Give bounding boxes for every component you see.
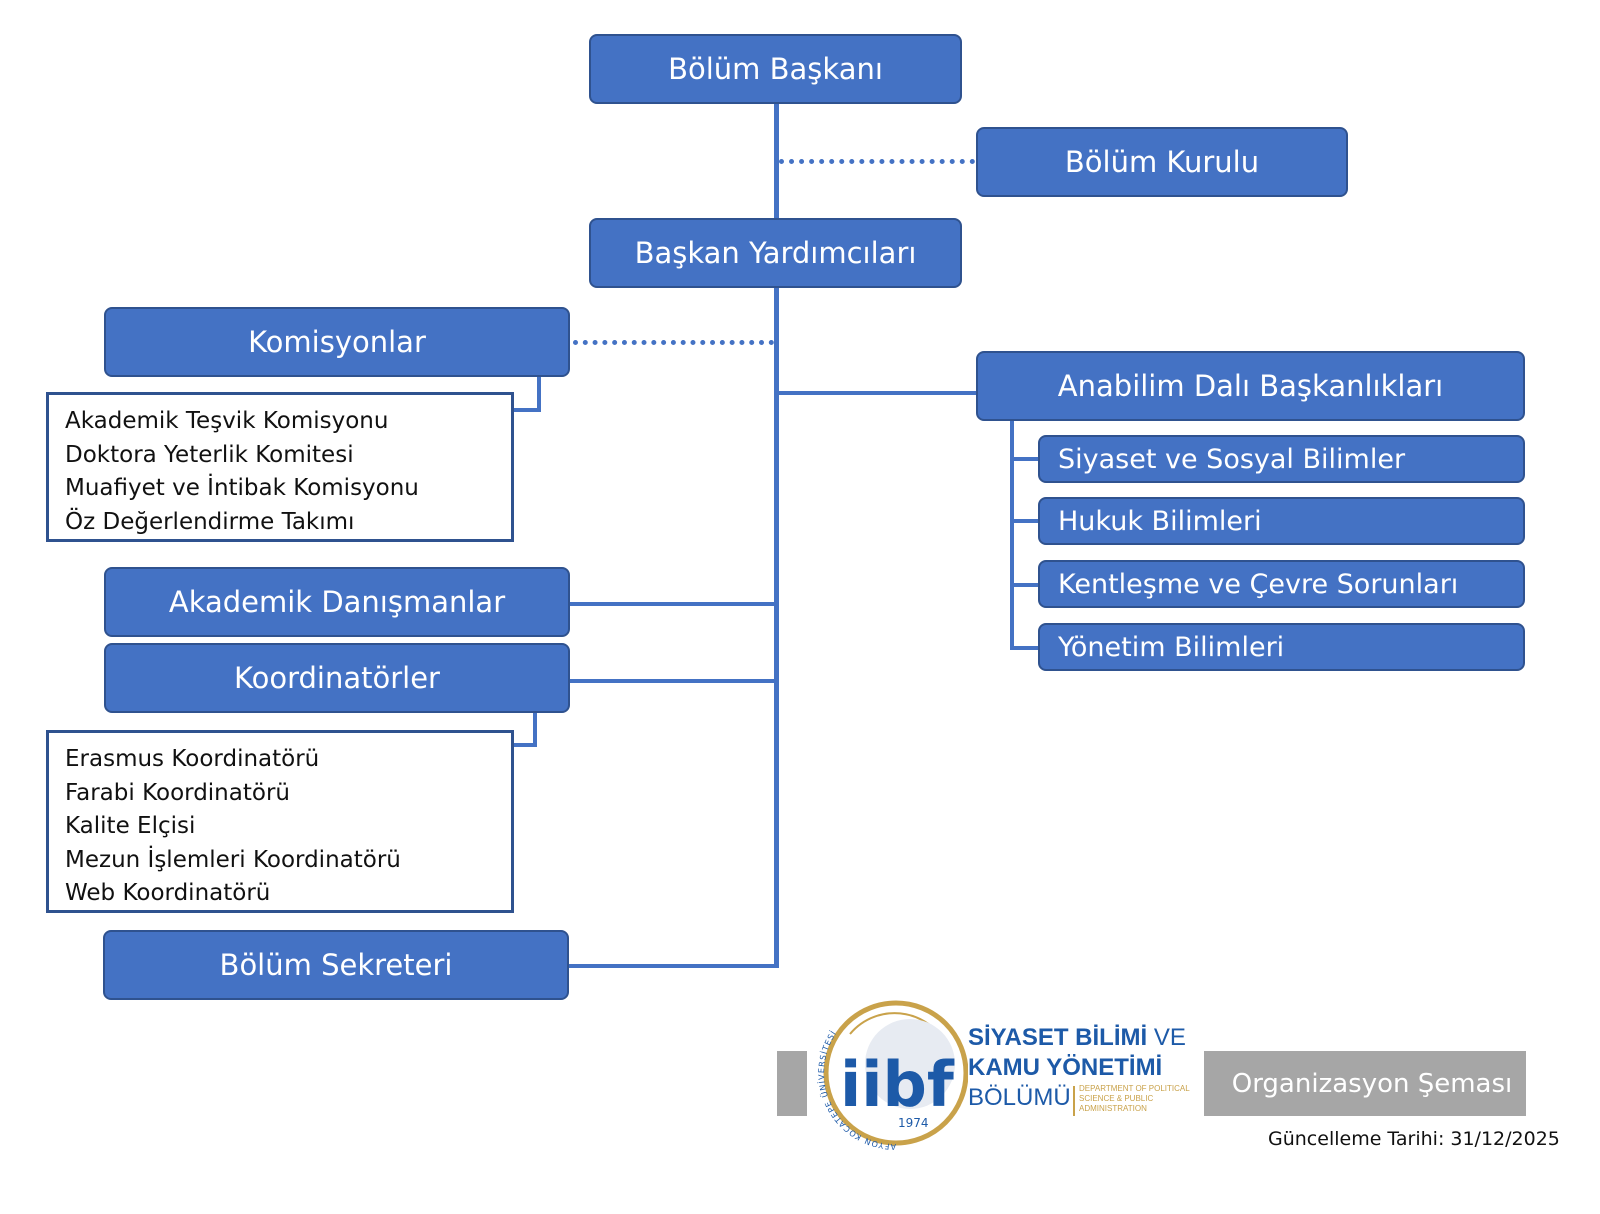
list-item: Erasmus Koordinatörü bbox=[65, 746, 320, 772]
logo-line3: BÖLÜMÜ bbox=[968, 1084, 1071, 1111]
svg-text:1974: 1974 bbox=[898, 1116, 929, 1130]
department-council-box: Bölüm Kurulu bbox=[976, 127, 1348, 197]
coordinators-list-bracket-h bbox=[513, 743, 537, 747]
logo-line2: KAMU YÖNETİMİ bbox=[968, 1054, 1163, 1081]
list-item: Doktora Yeterlik Komitesi bbox=[65, 441, 354, 468]
footer-grey-left-bar bbox=[777, 1051, 807, 1116]
division-item-management: Yönetim Bilimleri bbox=[1038, 623, 1525, 671]
logo-english-line: DEPARTMENT OF POLITICAL bbox=[1079, 1084, 1190, 1093]
division-branch-2 bbox=[1014, 519, 1039, 523]
department-logo: iibf 1974 AFYON KOCATEPE ÜNİVERSİTESİ Sİ… bbox=[810, 994, 1200, 1152]
commissions-list-bracket-v bbox=[537, 377, 541, 411]
department-head-box: Bölüm Başkanı bbox=[589, 34, 962, 104]
division-item-political-social: Siyaset ve Sosyal Bilimler bbox=[1038, 435, 1525, 483]
list-item: Muafiyet ve İntibak Komisyonu bbox=[65, 475, 419, 501]
division-branch-1 bbox=[1014, 457, 1039, 461]
division-heads-box: Anabilim Dalı Başkanlıkları bbox=[976, 351, 1525, 421]
council-dotted-link bbox=[779, 159, 975, 164]
division-branch-3 bbox=[1014, 583, 1039, 587]
commissions-list: Akademik Teşvik Komisyonu Doktora Yeterl… bbox=[46, 392, 514, 542]
commissions-dotted-link bbox=[573, 340, 774, 345]
org-chart-title: Organizasyon Şeması bbox=[1231, 1068, 1513, 1099]
list-item: Web Koordinatörü bbox=[65, 880, 271, 906]
academic-advisors-box: Akademik Danışmanlar bbox=[104, 567, 570, 637]
footer-title-bar bbox=[1204, 1051, 1526, 1116]
advisors-link bbox=[569, 602, 774, 606]
logo-line1: SİYASET BİLİMİ VE bbox=[968, 1024, 1186, 1051]
logo-divider bbox=[1073, 1086, 1075, 1116]
commissions-box: Komisyonlar bbox=[104, 307, 570, 377]
commissions-list-bracket-h bbox=[513, 408, 541, 412]
divisions-sub-trunk bbox=[1010, 421, 1014, 650]
list-item: Mezun İşlemleri Koordinatörü bbox=[65, 846, 401, 873]
logo-english-line: SCIENCE & PUBLIC bbox=[1079, 1094, 1154, 1103]
iibf-emblem-icon: iibf 1974 AFYON KOCATEPE ÜNİVERSİTESİ bbox=[816, 1000, 968, 1151]
divisions-link bbox=[779, 391, 976, 395]
logo-english-line: ADMINISTRATION bbox=[1079, 1104, 1147, 1113]
division-item-law: Hukuk Bilimleri bbox=[1038, 497, 1525, 545]
coordinators-link bbox=[569, 679, 774, 683]
coordinators-list: Erasmus Koordinatörü Farabi Koordinatörü… bbox=[46, 730, 514, 913]
secretary-link bbox=[569, 964, 779, 968]
division-branch-4 bbox=[1014, 646, 1039, 650]
coordinators-list-bracket-v bbox=[533, 713, 537, 747]
logo-english-text: DEPARTMENT OF POLITICAL SCIENCE & PUBLIC… bbox=[1079, 1084, 1190, 1114]
list-item: Kalite Elçisi bbox=[65, 813, 196, 839]
list-item: Farabi Koordinatörü bbox=[65, 779, 290, 806]
list-item: Öz Değerlendirme Takımı bbox=[65, 508, 355, 535]
division-item-urban-env: Kentleşme ve Çevre Sorunları bbox=[1038, 560, 1525, 608]
deputy-heads-box: Başkan Yardımcıları bbox=[589, 218, 962, 288]
list-item: Akademik Teşvik Komisyonu bbox=[65, 408, 389, 434]
update-date: Güncelleme Tarihi: 31/12/2025 bbox=[1268, 1128, 1560, 1150]
svg-text:iibf: iibf bbox=[840, 1048, 955, 1121]
department-secretary-box: Bölüm Sekreteri bbox=[103, 930, 569, 1000]
coordinators-box: Koordinatörler bbox=[104, 643, 570, 713]
main-trunk bbox=[774, 104, 779, 967]
logo-line1-ve: VE bbox=[1153, 1024, 1186, 1051]
